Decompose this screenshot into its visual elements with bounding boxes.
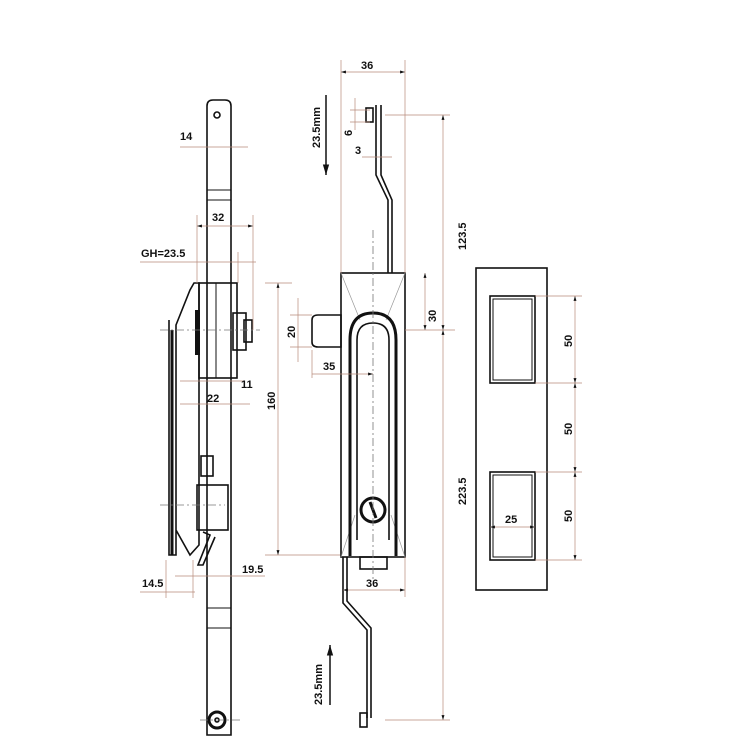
travel-top-label: 23.5mm <box>311 107 323 148</box>
front-view: 36 6 3 23.5mm 20 35 30 123.5 223.5 36 23… <box>286 60 469 728</box>
dim-32: 32 <box>212 212 224 224</box>
spacing-50-2: 50 <box>563 423 575 435</box>
dim-30: 30 <box>427 310 439 322</box>
dim-36-bottom: 36 <box>366 578 378 590</box>
dim-11: 11 <box>241 379 253 391</box>
dim-36-top: 36 <box>361 60 373 72</box>
dim-20: 20 <box>286 326 298 338</box>
dim-22: 22 <box>207 393 219 405</box>
window-width-25: 25 <box>505 514 517 526</box>
dim-gh: GH=23.5 <box>141 248 185 260</box>
side-view: 14 32 GH=23.5 11 22 14.5 19.5 160 <box>140 99 340 736</box>
dim-14-5: 14.5 <box>142 578 163 590</box>
dim-19-5: 19.5 <box>242 564 263 576</box>
dim-35: 35 <box>323 361 335 373</box>
dim-14: 14 <box>180 131 193 143</box>
dim-3: 3 <box>355 145 361 157</box>
spacing-50-3: 50 <box>563 510 575 522</box>
dim-223-5: 223.5 <box>457 477 469 505</box>
dim-123-5: 123.5 <box>457 222 469 250</box>
dim-6: 6 <box>343 130 355 136</box>
dim-160: 160 <box>266 392 278 410</box>
cutout-view: 50 50 50 25 <box>475 267 582 591</box>
travel-bottom-label: 23.5mm <box>313 664 325 705</box>
spacing-50-1: 50 <box>563 335 575 347</box>
